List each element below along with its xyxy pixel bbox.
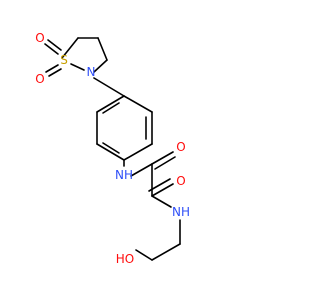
- ring-nitrogen-label: N: [87, 65, 96, 79]
- bond-s-c1: [61, 37, 79, 59]
- bond-s-o1-a: [44, 43, 59, 55]
- bond-s-o1-b: [47, 39, 62, 51]
- sulfone-oxygen-2-label: O: [35, 72, 44, 86]
- bond-s-n: [70, 63, 85, 71]
- bond-s-o2-b: [48, 68, 62, 77]
- bond-c2-o2-a: [151, 183, 174, 197]
- bond-c3-n: [93, 59, 108, 73]
- amide-nh-1-label: NH: [115, 168, 133, 182]
- bond-benzene-4: [96, 143, 125, 161]
- bond-n-phenyl: [93, 77, 125, 97]
- molecule-structure-drawing: O O S N NH O O NH HO: [35, 31, 190, 266]
- bond-ch2-ch2: [151, 243, 181, 261]
- bond-benzene-6: [96, 95, 125, 113]
- atom-labels: O O S N NH O O NH HO: [35, 31, 190, 266]
- bond-benzene-1: [123, 95, 153, 113]
- bond-nh1-c1: [130, 163, 153, 177]
- bonds: [44, 37, 181, 261]
- bond-s-o2-a: [45, 64, 59, 73]
- bond-benzene-inner-2: [102, 142, 120, 154]
- amide-oxygen-2-label: O: [176, 174, 185, 188]
- sulfone-oxygen-1-label: O: [35, 31, 44, 45]
- bond-c2-nh2: [151, 195, 172, 208]
- bond-ch2-oh: [135, 249, 153, 261]
- sulfur-label: S: [60, 53, 68, 67]
- bond-benzene-3: [123, 143, 153, 161]
- amide-nh-2-label: NH: [172, 205, 190, 219]
- molecule-canvas: O O S N NH O O NH HO: [35, 31, 190, 266]
- bond-c1-o1-a: [151, 151, 174, 165]
- bond-c2-c3: [97, 37, 108, 61]
- amide-oxygen-1-label: O: [176, 140, 185, 154]
- hydroxyl-label: HO: [116, 252, 134, 266]
- bond-benzene-inner-3: [102, 102, 120, 114]
- bond-c1-o1-b: [154, 156, 176, 170]
- bond-c2-o2-b: [148, 178, 171, 192]
